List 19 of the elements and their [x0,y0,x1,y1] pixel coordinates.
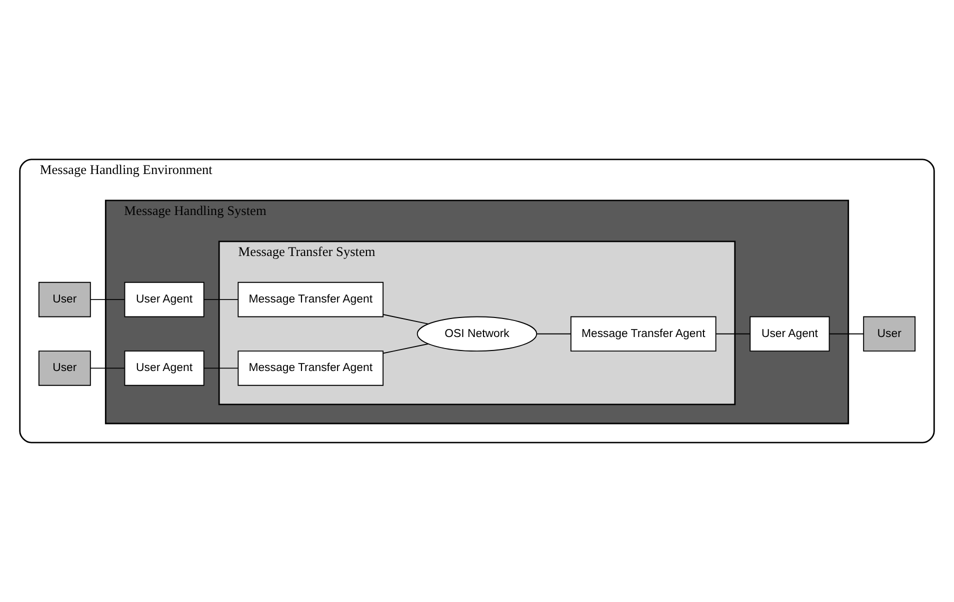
connector [90,299,125,300]
connector [90,368,125,369]
node-box: User [38,282,91,318]
node-box: Message Transfer Agent [238,350,384,386]
connector [382,343,429,354]
connector [203,299,238,300]
node-box: User [38,350,91,386]
connector [716,333,750,334]
connector [203,368,238,369]
node-box: User [863,316,916,352]
connector [828,333,864,334]
connector [536,333,572,334]
node-ellipse: OSI Network [416,316,538,352]
node-box: Message Transfer Agent [570,316,716,352]
node-box: Message Transfer Agent [238,282,384,318]
node-box: User Agent [124,282,204,318]
connector [382,314,429,324]
node-box: User Agent [750,316,830,352]
node-box: User Agent [124,350,204,386]
